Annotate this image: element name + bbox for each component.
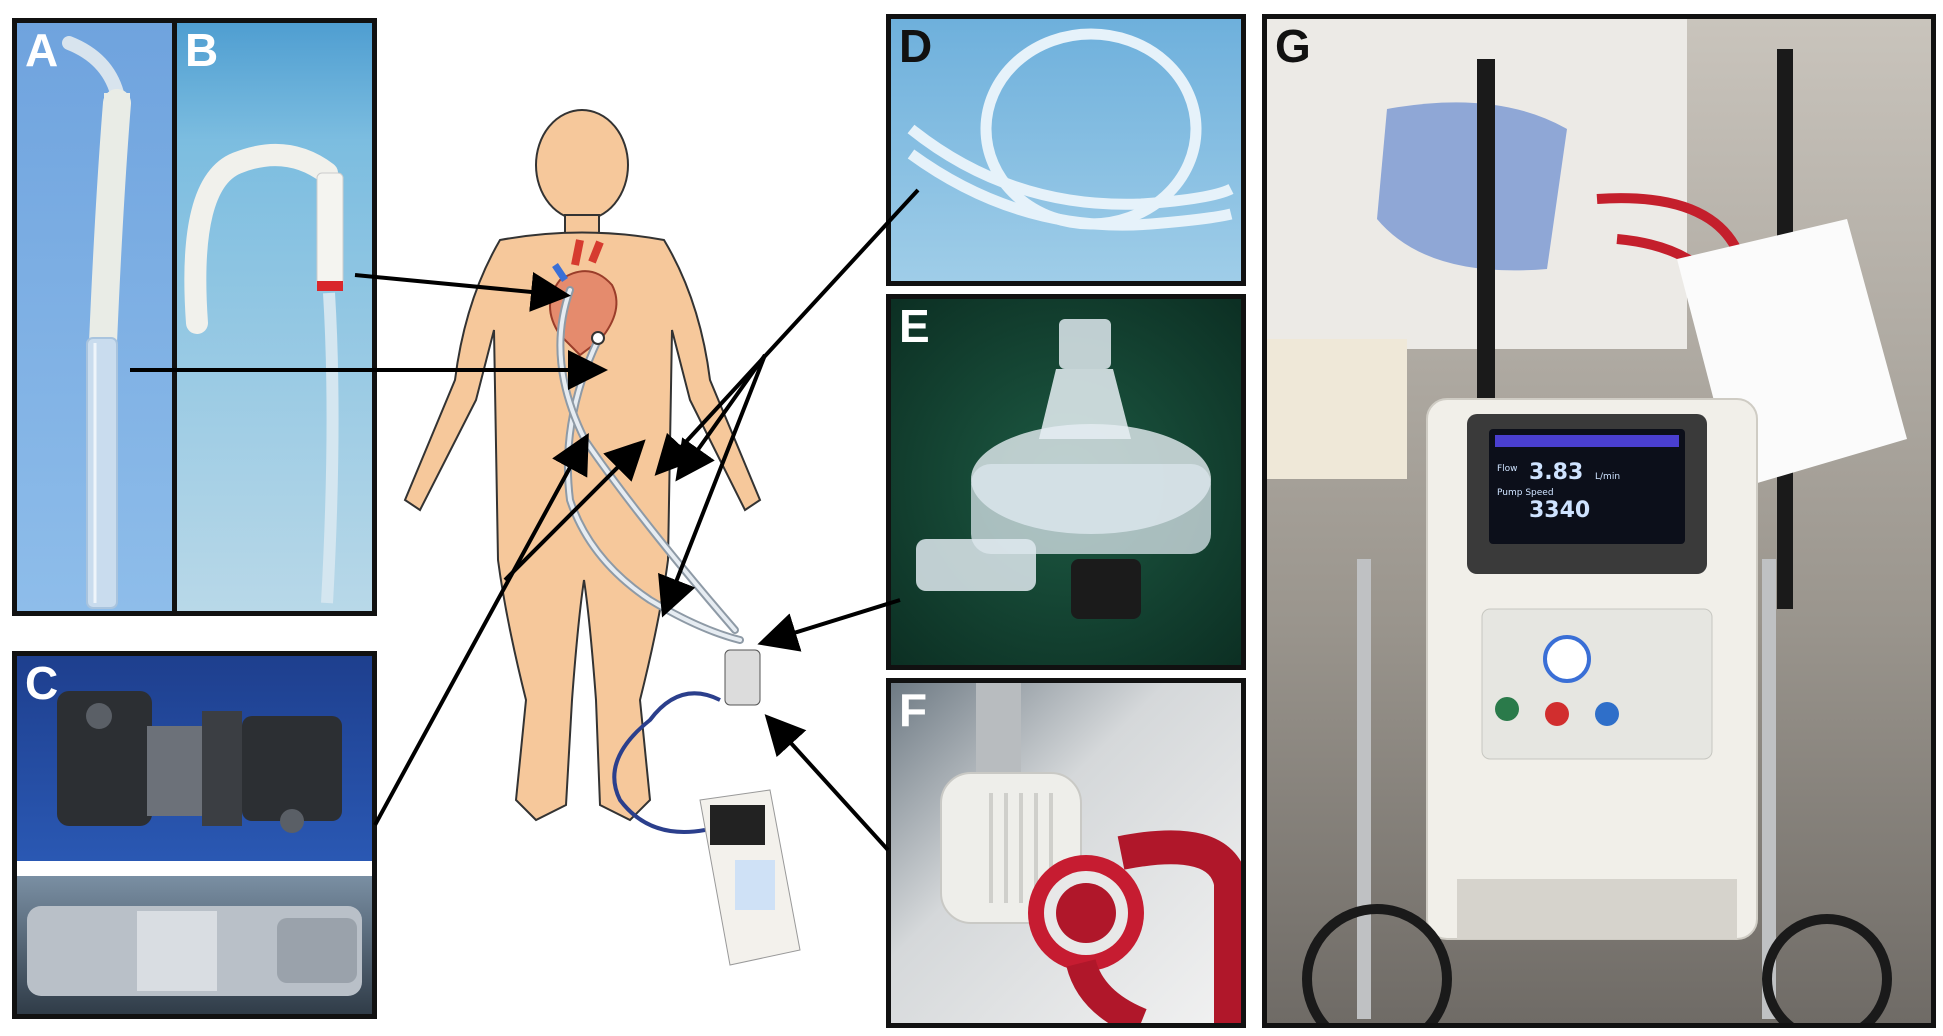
panel-d-label: D <box>899 20 933 72</box>
panel-f-pump-in-use-photo: F <box>886 678 1246 1028</box>
pump-console <box>612 649 801 966</box>
panel-e-label: E <box>899 300 930 352</box>
panel-b-cannula-photo: B <box>172 18 377 616</box>
speed-label: Pump Speed <box>1497 488 1554 498</box>
heart <box>549 239 618 357</box>
flow-label: Flow <box>1497 464 1518 474</box>
connector-c-drawing <box>27 691 362 996</box>
device-screen-readout: Flow 3.83 L/min Pump Speed 3340 <box>1495 460 1675 544</box>
panel-f-label: F <box>899 684 928 736</box>
panel-a-label: A <box>25 24 59 76</box>
cannula-lines <box>556 286 744 644</box>
panel-g-system-bedside-photo: G Flow 3.83 L/min Pump Speed 3340 <box>1262 14 1936 1028</box>
panel-c-connector-photo: C <box>12 651 377 1019</box>
panel-a-cannula-photo: A <box>12 18 177 616</box>
panel-d-tubing-photo: D <box>886 14 1246 286</box>
flow-value: 3.83 <box>1529 460 1584 485</box>
flow-unit: L/min <box>1595 472 1621 482</box>
cannula-a-drawing <box>62 36 131 609</box>
pump-head-e-drawing <box>916 319 1211 619</box>
panel-g-label: G <box>1275 20 1311 72</box>
panel-b-label: B <box>185 24 219 76</box>
speed-value: 3340 <box>1529 498 1591 523</box>
human-body-outline <box>403 109 762 822</box>
tubing-d-drawing <box>907 28 1234 231</box>
panel-e-pump-head-photo: E <box>886 294 1246 670</box>
bedside-g-drawing <box>1267 19 1907 1023</box>
panel-c-label: C <box>25 657 59 709</box>
pump-f-drawing <box>940 683 1241 1023</box>
cannula-b-drawing <box>184 144 344 604</box>
